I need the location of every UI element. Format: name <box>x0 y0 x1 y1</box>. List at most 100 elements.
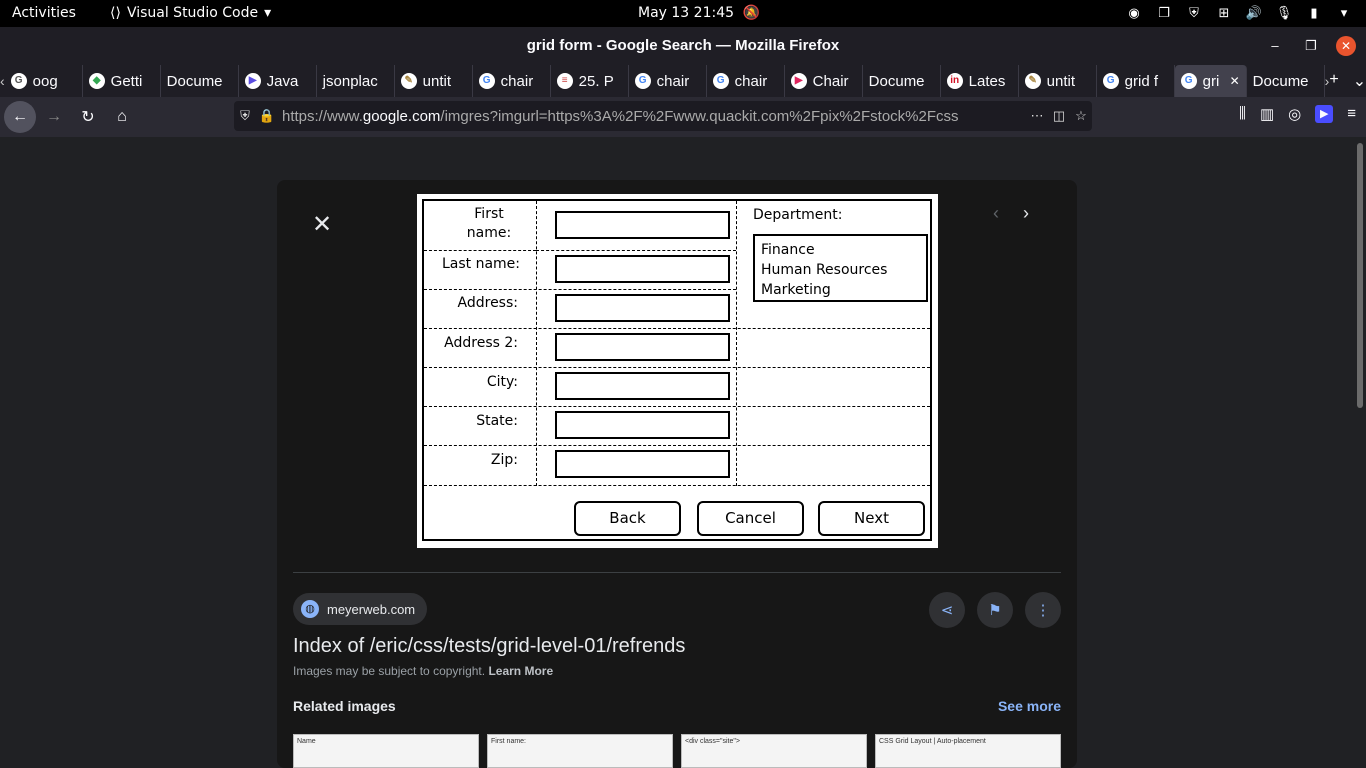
department-listbox: Finance Human Resources Marketing <box>753 234 928 302</box>
tab-favicon-icon: in <box>946 73 963 89</box>
tab-label: Getti <box>110 72 143 90</box>
browser-tab[interactable]: Docume <box>1247 65 1325 97</box>
zip-field <box>555 450 730 478</box>
library-icon[interactable]: ⫼ <box>1239 105 1246 122</box>
url-domain: google.com <box>362 107 441 125</box>
system-tray[interactable]: ◉ ❐ ⛨ ⊞ 🔊 🎙 ▮ ▾ <box>1124 3 1354 24</box>
related-thumbnail[interactable]: Name <box>293 734 479 768</box>
forward-icon[interactable]: → <box>46 108 62 125</box>
tab-favicon-icon: G <box>1102 73 1119 89</box>
close-viewer-icon[interactable]: ✕ <box>312 211 333 238</box>
address-label: Address: <box>457 295 518 311</box>
copyright-text: Images may be subject to copyright. <box>293 664 486 678</box>
browser-tab[interactable]: ✎untit <box>1019 65 1097 97</box>
close-tab-icon[interactable]: ✕ <box>1229 74 1240 88</box>
tab-label: 25. P <box>578 72 614 90</box>
browser-tab[interactable]: ▶Java <box>239 65 317 97</box>
bookmark-star-icon[interactable]: ☆ <box>1075 108 1087 123</box>
network-icon: ⊞ <box>1218 6 1230 21</box>
grid-line <box>536 250 736 251</box>
home-icon[interactable]: ⌂ <box>117 108 127 125</box>
url-bar[interactable]: ⛨ 🔒 https://www.google.com/imgres?imgurl… <box>234 101 1092 131</box>
browser-tab[interactable]: Docume <box>863 65 941 97</box>
account-icon[interactable]: ◎ <box>1288 106 1302 123</box>
clock-text: May 13 21:45 <box>638 5 735 21</box>
tab-favicon-icon: ◆ <box>88 73 105 89</box>
app-menu[interactable]: ⟨⟩ Visual Studio Code ▾ <box>110 5 271 21</box>
see-more-link[interactable]: See more <box>997 698 1061 714</box>
screens-icon: ❐ <box>1158 6 1170 21</box>
new-tab-icon[interactable]: + <box>1329 71 1339 88</box>
lock-icon[interactable]: 🔒 <box>258 108 276 123</box>
zoom-extension-icon[interactable]: ▶ <box>1315 105 1334 123</box>
page-scrollbar[interactable] <box>1354 137 1366 768</box>
related-thumbnail[interactable]: <div class="site"> <box>681 734 867 768</box>
url-prefix: https://www. <box>282 107 363 125</box>
next-image-icon[interactable]: › <box>1023 203 1029 223</box>
related-thumbnails: Name First name: <div class="site"> CSS … <box>293 734 1061 768</box>
save-bookmark-icon[interactable]: ⚑ <box>977 592 1013 628</box>
activities-button[interactable]: Activities <box>12 5 76 21</box>
browser-tab[interactable]: ✎untit <box>395 65 473 97</box>
related-thumbnail[interactable]: CSS Grid Layout | Auto-placement <box>875 734 1061 768</box>
maximize-icon[interactable]: ❐ <box>1305 38 1317 53</box>
tab-label: gri <box>1202 72 1220 90</box>
first-name-field <box>555 211 730 239</box>
result-title[interactable]: Index of /eric/css/tests/grid-level-01/r… <box>293 635 686 657</box>
scrollbar-thumb[interactable] <box>1357 143 1363 408</box>
tab-label: chair <box>656 72 690 90</box>
reload-icon[interactable]: ↻ <box>81 109 95 126</box>
app-name: Visual Studio Code <box>126 5 259 21</box>
tab-favicon-icon: ✎ <box>1024 73 1041 89</box>
next-button: Next <box>818 501 925 536</box>
clock[interactable]: May 13 21:45 🔕 <box>638 5 760 21</box>
list-all-tabs-icon[interactable]: ⌄ <box>1352 73 1366 90</box>
pocket-icon[interactable]: ◫ <box>1052 108 1066 123</box>
browser-tab[interactable]: ▶Chair <box>785 65 863 97</box>
learn-more-link[interactable]: Learn More <box>488 664 554 678</box>
tab-label: Chair <box>812 72 849 90</box>
browser-tab[interactable]: Docume <box>161 65 239 97</box>
scroll-tabs-right-icon[interactable]: › <box>1324 73 1330 89</box>
tab-label: jsonplac <box>322 72 378 90</box>
tab-label: Java <box>266 72 299 90</box>
copyright-notice: Images may be subject to copyright. Lear… <box>293 664 1061 678</box>
grid-line <box>424 367 930 368</box>
tab-favicon-icon: G <box>10 73 27 89</box>
grid-line <box>424 485 930 486</box>
related-thumbnail[interactable]: First name: <box>487 734 673 768</box>
close-icon[interactable]: ✕ <box>1336 36 1356 56</box>
bell-muted-icon: 🔕 <box>738 5 761 21</box>
minimize-icon[interactable]: – <box>1271 38 1279 53</box>
browser-tab[interactable]: jsonplac <box>317 65 395 97</box>
page-actions-icon[interactable]: ⋯ <box>1030 108 1044 123</box>
previous-image-icon[interactable]: ‹ <box>993 203 999 223</box>
browser-tab[interactable]: ≡25. P <box>551 65 629 97</box>
department-label: Department: <box>753 207 843 223</box>
grid-line <box>424 250 536 251</box>
source-chip[interactable]: ◍ meyerweb.com <box>293 593 428 625</box>
more-options-icon[interactable]: ⋮ <box>1025 592 1061 628</box>
back-icon[interactable]: ← <box>4 101 36 133</box>
share-icon[interactable]: ⋖ <box>929 592 965 628</box>
tab-label: Docume <box>868 72 925 90</box>
address2-label: Address 2: <box>444 335 518 351</box>
menu-icon[interactable]: ≡ <box>1347 105 1356 122</box>
scroll-tabs-left-icon[interactable]: ‹ <box>0 73 5 89</box>
url-text[interactable]: https://www.google.com/imgres?imgurl=htt… <box>278 108 1026 125</box>
browser-tab[interactable]: ◆ Getti <box>83 65 161 97</box>
tab-label: grid f <box>1124 72 1159 90</box>
sidebar-icon[interactable]: ▥ <box>1259 106 1275 123</box>
grid-line <box>736 201 737 486</box>
grid-line <box>424 406 930 407</box>
image-info: ◍ meyerweb.com ⋖ ⚑ ⋮ Index of /eric/css/… <box>293 572 1061 714</box>
tracking-shield-icon[interactable]: ⛨ <box>240 108 250 123</box>
